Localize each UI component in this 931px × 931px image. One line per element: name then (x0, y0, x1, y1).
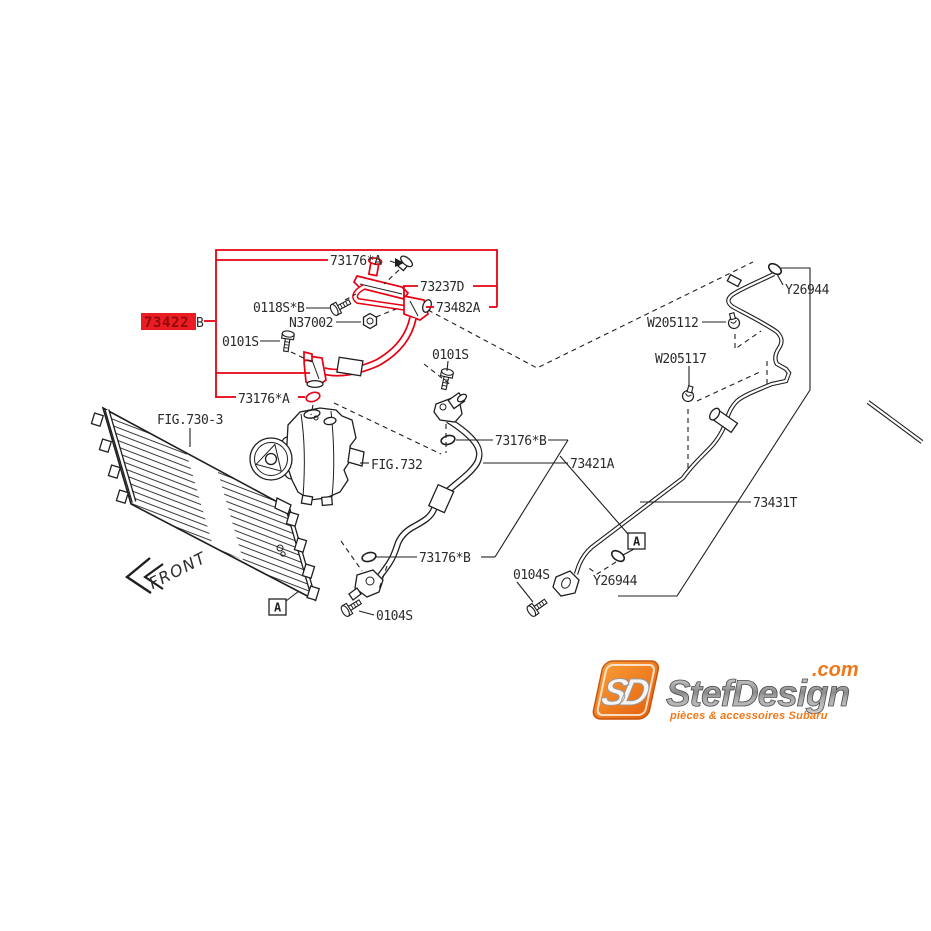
logo-tagline: pièces & accessoires Subaru (669, 710, 828, 722)
condenser-corner-bracket (274, 497, 292, 515)
label-w205112: W205112 (647, 316, 698, 331)
view-marker-a2: A (627, 532, 646, 550)
hose-73422b-drawing (303, 257, 433, 389)
hose-insulator-sleeve (336, 356, 364, 377)
pipe-73431t-drawing (552, 272, 924, 597)
clip-w205117 (680, 384, 697, 404)
label-0101s-left: 0101S (222, 335, 259, 350)
hose-73421a-end-fitting (348, 569, 384, 601)
compressor-drawing (249, 407, 365, 507)
oring-y26944-bottom (608, 547, 628, 565)
oring-73176a-red (304, 389, 322, 405)
logo-monogram-icon: SD (592, 660, 660, 720)
bolt-0101s-right (437, 367, 455, 391)
bolt-0104s-left (339, 596, 364, 619)
bolt-0101s-left (279, 329, 296, 353)
label-fig732: FIG.732 (371, 458, 422, 473)
label-0104s-left: 0104S (376, 609, 413, 624)
pipe-73431t-end-fitting (552, 570, 580, 597)
oring-73176b-2 (360, 550, 378, 564)
part-labels: 73176*A 73237D 73482A 0118S*B N37002 734… (141, 254, 830, 624)
label-w205117: W205117 (655, 352, 706, 367)
condenser-clear-band (185, 448, 243, 560)
view-marker-a1: A (268, 598, 287, 616)
compressor-body (285, 407, 357, 501)
leader-arrowhead (395, 258, 404, 267)
label-0104s-right: 0104S (513, 568, 550, 583)
label-0118sb: 0118S*B (253, 301, 305, 316)
stefdesign-logo: SD .com StefDesign pièces & accessoires … (592, 659, 859, 722)
label-73176b-2: 73176*B (419, 551, 471, 566)
label-73422b-number: 73422 (144, 315, 189, 331)
hose-lower-fitting (303, 350, 327, 389)
compressor-ear (347, 447, 365, 467)
label-73176a-top: 73176*A (330, 254, 382, 269)
svg-text:A: A (633, 535, 641, 549)
label-73431t: 73431T (753, 496, 798, 511)
hose-upper-fitting (403, 294, 433, 321)
nut-n37002 (362, 312, 378, 330)
label-0101s-right: 0101S (432, 348, 469, 363)
bracket-stud (367, 257, 383, 277)
dashed-connectors (290, 261, 768, 590)
label-y26944-top: Y26944 (785, 283, 830, 298)
label-73176b-1: 73176*B (495, 434, 547, 449)
label-73237d: 73237D (420, 280, 465, 295)
logo-name: StefDesign (666, 673, 850, 714)
condenser-drawing (90, 406, 321, 602)
pipe-valve (709, 407, 739, 434)
oring-73176b-1 (439, 433, 457, 447)
logo-tld: .com (812, 659, 859, 681)
hose-73421a-top-fitting (433, 391, 468, 423)
label-73421a: 73421A (570, 457, 615, 472)
label-fig730-3: FIG.730-3 (157, 413, 223, 428)
label-73422b-highlight (141, 313, 196, 330)
front-label: FRONT (146, 548, 210, 593)
hose-73421a-drawing (348, 391, 483, 601)
label-73422b-suffix: B (196, 316, 204, 331)
front-direction-arrow: FRONT (124, 548, 210, 594)
condenser-mount-tabs (90, 412, 321, 601)
svg-text:A: A (274, 601, 282, 615)
clip-w205112 (725, 311, 742, 331)
fasteners (279, 255, 785, 619)
hose-sleeve (427, 483, 455, 514)
label-y26944-bottom: Y26944 (593, 574, 638, 589)
label-73482a: 73482A (436, 301, 481, 316)
bolt-0104s-right (524, 595, 550, 619)
label-73176a-bottom: 73176*A (238, 392, 290, 407)
bolt-0118sb (328, 295, 354, 318)
selection-box-73422b (204, 249, 498, 398)
leader-lines (189, 258, 811, 616)
label-n37002: N37002 (289, 316, 333, 331)
